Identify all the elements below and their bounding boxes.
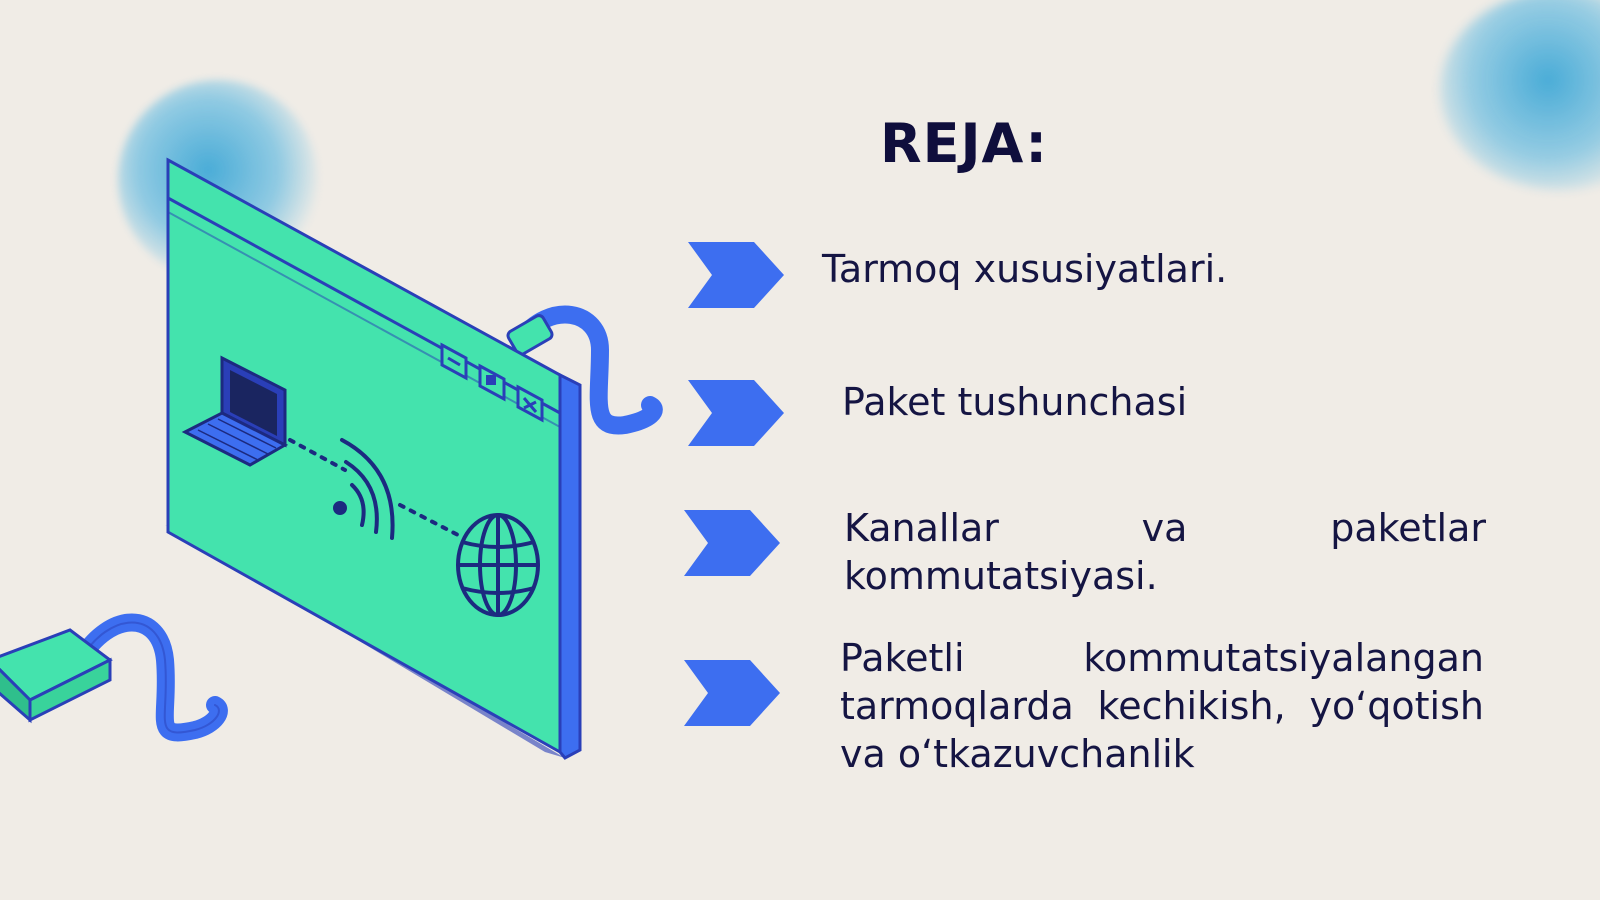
cable-icon-top [506,305,663,435]
network-window-illustration [0,157,663,760]
chevron-right-icon [684,510,780,576]
minimize-icon [440,342,468,381]
plan-item-3: Kanallar va paketlar kommutatsiyasi. [844,506,1486,598]
wifi-icon [333,438,395,540]
chevron-right-icon [688,242,784,308]
restore-icon [478,363,506,402]
plan-item-4: Paketli kommutatsiyalangan tarmoqlarda k… [840,636,1484,776]
decor-blob-right [1440,0,1600,190]
plan-item-2: Paket tushunchasi [842,380,1188,424]
close-icon [516,384,544,423]
cable-icon [0,613,228,742]
chevron-right-icon [688,380,784,446]
globe-icon [456,513,540,617]
plan-item-1: Tarmoq xususiyatlari. [822,247,1228,291]
laptop-icon [181,355,289,467]
chevron-right-icon [684,660,780,726]
slide-title: REJA: [880,112,1048,175]
